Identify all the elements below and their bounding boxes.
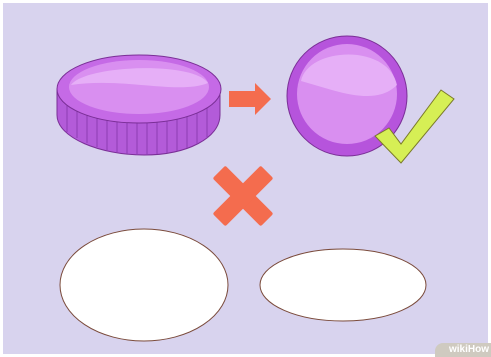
cross-icon	[213, 166, 274, 227]
right-arrow-icon	[229, 83, 271, 115]
illustration-canvas	[3, 3, 488, 354]
illustration-panel	[3, 3, 488, 354]
coin-side-view	[57, 55, 221, 155]
wikihow-watermark: wikiHow	[435, 343, 491, 357]
oval-shape	[60, 229, 228, 341]
flat-oval-shape	[260, 249, 426, 321]
